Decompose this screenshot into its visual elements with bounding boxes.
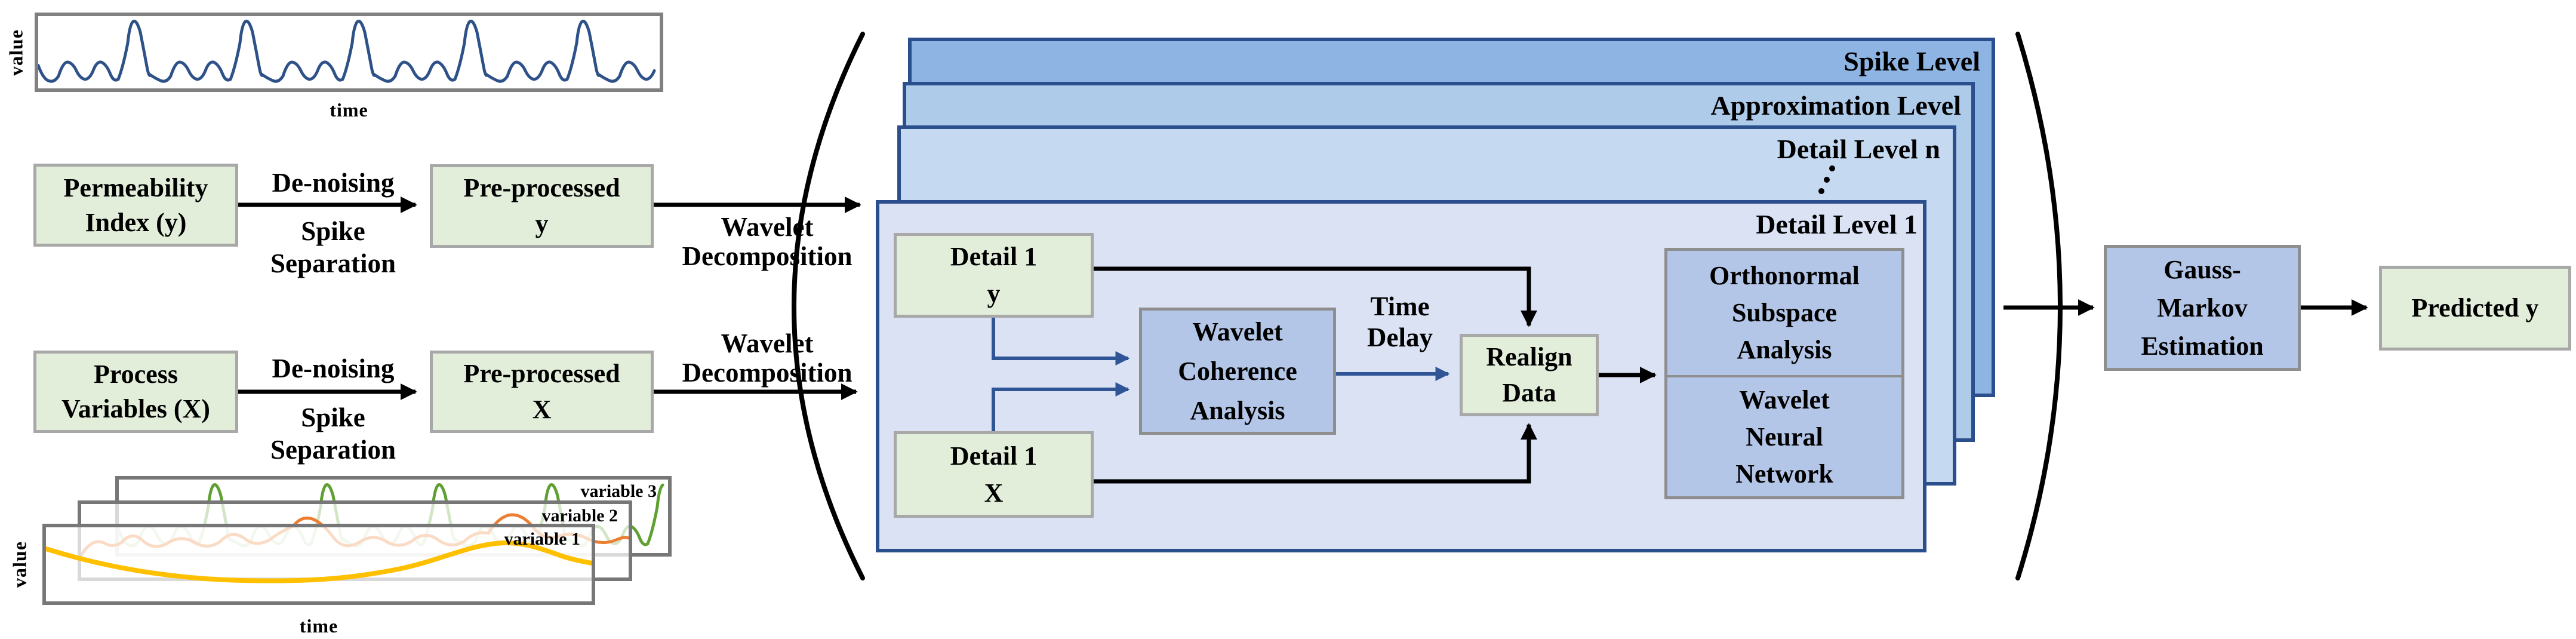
signal-curve-y: [38, 20, 656, 83]
wavelet-coherence-box: Wavelet Coherence Analysis: [1139, 308, 1336, 435]
process-line2: Variables (X): [61, 394, 210, 423]
time-delay-line1: Time: [1370, 291, 1430, 321]
wd2-line2: Decomposition: [682, 358, 852, 388]
denoising-label-1: De-noising: [272, 168, 395, 198]
wd1-line2: Decomposition: [682, 241, 852, 271]
detail1-y-box: Detail 1 y: [894, 233, 1094, 318]
preprocessed-y-line1: Pre-processed: [463, 173, 620, 202]
gm-line3: Estimation: [2141, 331, 2264, 361]
osa-line2: Subspace: [1731, 298, 1838, 327]
detail-level-n-label: Detail Level n: [1777, 134, 1940, 164]
variable3-label: variable 3: [580, 481, 657, 501]
spike-sep1-line1: Spike: [301, 216, 365, 246]
preprocessed-y-line2: y: [535, 209, 549, 238]
time-delay-label: Time Delay: [1340, 291, 1460, 353]
spike-sep2-line2: Separation: [270, 435, 396, 465]
gm-line2: Markov: [2157, 293, 2248, 322]
osa-line1: Orthonormal: [1709, 261, 1860, 290]
wavelet-decomposition-label-1: Wavelet Decomposition: [648, 213, 887, 271]
gm-line1: Gauss-: [2163, 254, 2241, 284]
wnn-line3: Network: [1735, 459, 1833, 489]
realign-line1: Realign: [1486, 342, 1572, 371]
wca-line2: Coherence: [1178, 356, 1297, 386]
signal-curve-var1: [46, 540, 592, 583]
detail1-x-line1: Detail 1: [950, 441, 1038, 471]
permeability-line2: Index (y): [85, 207, 187, 237]
top-plot-xlabel: time: [330, 99, 368, 121]
detail1-y-line1: Detail 1: [950, 242, 1038, 271]
preprocessed-x-line1: Pre-processed: [463, 359, 620, 388]
realign-data-box: Realign Data: [1460, 334, 1599, 416]
variable2-label: variable 2: [541, 506, 618, 526]
orthonormal-subspace-section: Orthonormal Subspace Analysis: [1667, 251, 1901, 375]
predicted-y-box: Predicted y: [2379, 266, 2571, 351]
preprocessed-x-box: Pre-processed X: [430, 351, 654, 433]
detail1-x-line2: X: [984, 478, 1004, 508]
denoising-label-2: De-noising: [272, 354, 395, 383]
wd2-line1: Wavelet: [721, 328, 814, 358]
section-divider: [1667, 375, 1901, 377]
bottom-plot-xlabel: time: [299, 615, 338, 637]
left-parenthesis: [792, 32, 865, 580]
input-signal-chart: [38, 20, 656, 83]
bottom-plot-ylabel: value: [8, 541, 30, 588]
realign-line2: Data: [1502, 378, 1556, 407]
spike-sep1-line2: Separation: [270, 248, 396, 278]
wavelet-nn-section: Wavelet Neural Network: [1667, 377, 1901, 496]
wnn-line1: Wavelet: [1739, 385, 1830, 414]
spike-separation-label-1: Spike Separation: [238, 215, 429, 279]
spike-sep2-line1: Spike: [301, 403, 365, 432]
approximation-level-label: Approximation Level: [1710, 90, 1961, 121]
permeability-line1: Permeability: [63, 173, 208, 202]
wavelet-decomposition-label-2: Wavelet Decomposition: [648, 329, 887, 388]
osa-line3: Analysis: [1737, 335, 1832, 364]
wnn-line2: Neural: [1746, 422, 1823, 451]
preprocessed-x-line2: X: [532, 395, 552, 424]
levels-ellipsis-icon: [1818, 165, 1835, 199]
variable1-chart: [46, 540, 592, 583]
detail-level-1-label: Detail Level 1: [1756, 209, 1918, 239]
preprocessed-y-box: Pre-processed y: [430, 164, 654, 248]
top-plot-ylabel: value: [5, 29, 27, 76]
wca-line1: Wavelet: [1192, 317, 1283, 346]
process-variables-box: Process Variables (X): [33, 351, 238, 433]
process-line1: Process: [94, 360, 178, 389]
gauss-markov-box: Gauss- Markov Estimation: [2104, 245, 2301, 371]
spike-separation-label-2: Spike Separation: [238, 401, 429, 466]
permeability-index-box: Permeability Index (y): [33, 164, 238, 247]
variable1-panel: [42, 524, 595, 605]
analysis-network-box: Orthonormal Subspace Analysis Wavelet Ne…: [1664, 248, 1904, 499]
right-parenthesis: [2015, 32, 2063, 580]
predicted-y-label: Predicted y: [2411, 293, 2539, 322]
detail1-y-line2: y: [987, 279, 1001, 308]
wca-line3: Analysis: [1190, 395, 1285, 425]
time-delay-line2: Delay: [1367, 322, 1433, 352]
wd1-line1: Wavelet: [721, 212, 814, 242]
variable1-label: variable 1: [504, 529, 581, 549]
detail1-x-box: Detail 1 X: [894, 431, 1094, 518]
spike-level-label: Spike Level: [1843, 46, 1980, 76]
input-signal-plot: [35, 13, 663, 92]
